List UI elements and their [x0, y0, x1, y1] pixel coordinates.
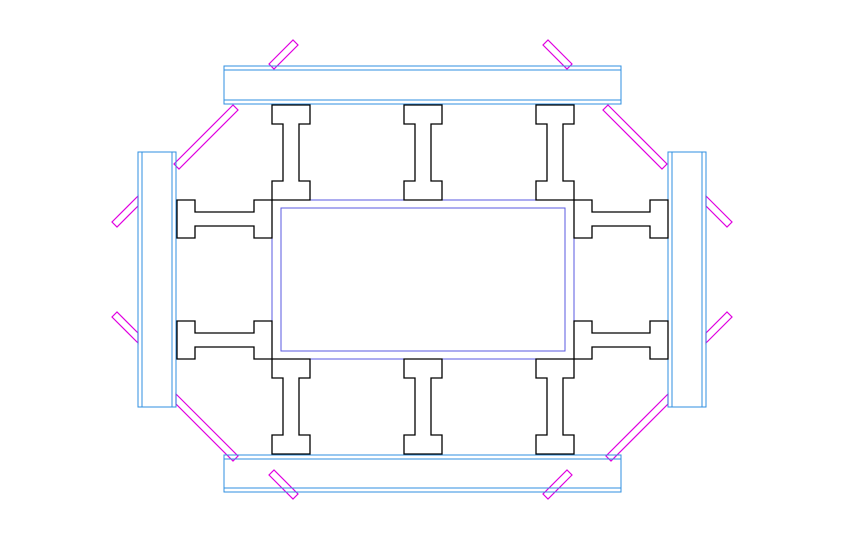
corner-struts — [111, 39, 733, 500]
i-section — [573, 320, 669, 360]
corner-strut — [605, 392, 669, 462]
corner-strut — [111, 194, 139, 228]
i-section — [535, 104, 575, 201]
corner-strut — [542, 469, 573, 500]
i-section — [271, 358, 311, 455]
waler-beams — [137, 65, 707, 493]
core-rectangle — [271, 199, 575, 360]
i-section — [573, 199, 669, 239]
i-section — [271, 104, 311, 201]
corner-strut — [268, 469, 299, 500]
waler-beam-left — [137, 151, 177, 408]
waler-beam-right — [667, 151, 707, 408]
waler-beam-bottom — [223, 454, 622, 493]
corner-strut — [173, 104, 239, 170]
corner-strut — [542, 39, 573, 70]
corner-strut — [602, 104, 668, 170]
i-section — [176, 199, 273, 239]
i-section — [535, 358, 575, 455]
corner-strut — [268, 39, 299, 70]
waler-beam-top — [223, 65, 622, 105]
i-section — [176, 320, 273, 360]
i-section — [403, 358, 443, 455]
i-sections — [176, 104, 669, 455]
corner-strut — [111, 311, 139, 345]
i-section — [403, 104, 443, 201]
corner-strut — [705, 194, 733, 228]
corner-strut — [705, 311, 733, 345]
corner-strut — [175, 392, 239, 462]
